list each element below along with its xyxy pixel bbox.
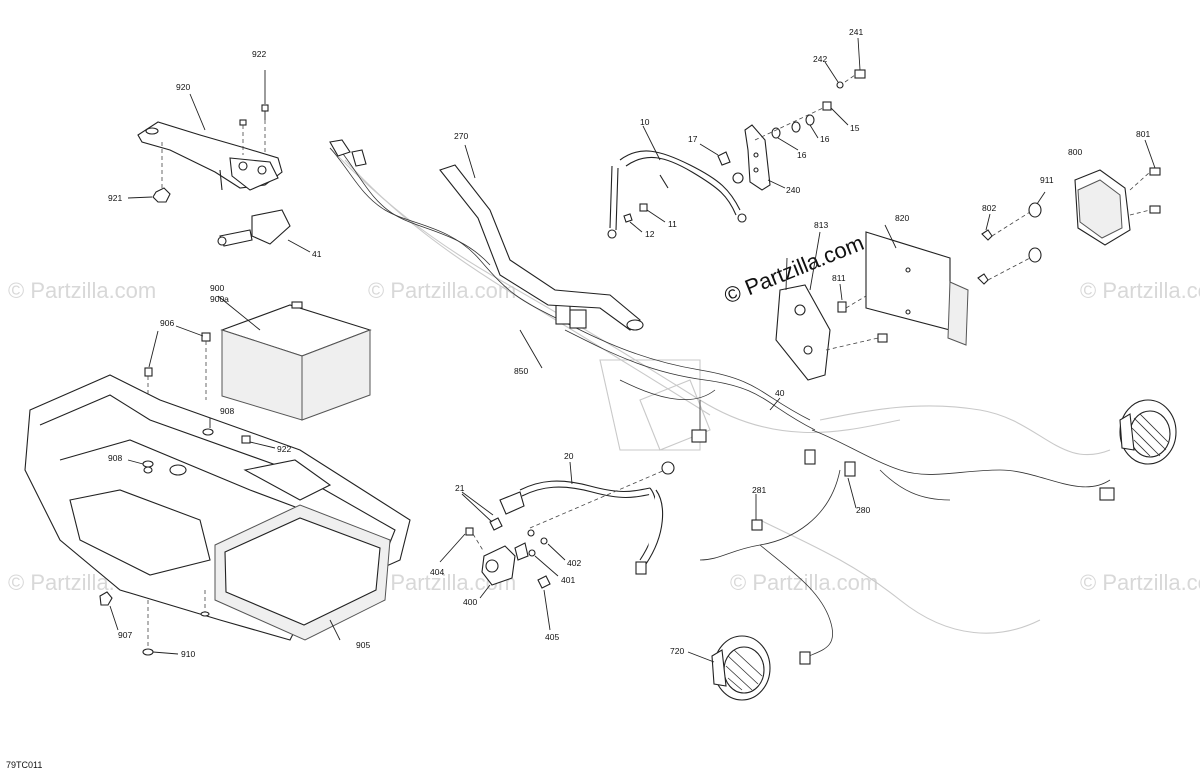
battery-900: [217, 295, 372, 421]
label-907: 907: [118, 630, 132, 640]
label-802: 802: [982, 203, 996, 213]
washers-15-16: [754, 101, 849, 151]
label-906: 906: [160, 318, 174, 328]
nuts-802: [977, 211, 1031, 285]
label-900: 900: [210, 283, 224, 293]
light-720-bottom: [687, 635, 771, 701]
module-820: [865, 224, 969, 346]
label-11: 11: [668, 219, 677, 229]
label-850: 850: [514, 366, 528, 376]
washers-911: [1028, 191, 1046, 263]
bolt-small-top: [239, 119, 266, 155]
label-280: 280: [856, 505, 870, 515]
label-240: 240: [786, 185, 800, 195]
nut-910: [142, 590, 210, 656]
label-401: 401: [561, 575, 575, 585]
watermark-tile: © Partzilla.com: [8, 278, 156, 303]
label-21: 21: [455, 483, 465, 493]
nut-921: [127, 142, 171, 203]
label-720: 720: [670, 646, 684, 656]
label-281: 281: [752, 485, 766, 495]
bolt-11-12: [623, 203, 666, 233]
label-16: 16: [820, 134, 830, 144]
ghost-frame: [329, 147, 1111, 634]
label-900a: 900a: [210, 294, 229, 304]
bracket-813: [775, 231, 888, 381]
nut-907: [99, 591, 119, 631]
part-labels: 922 920 921 41 900 900a 906 908 922 908 …: [108, 27, 1150, 659]
hardware-241-242: [824, 37, 866, 89]
label-241: 241: [849, 27, 863, 37]
label-908: 908: [108, 453, 122, 463]
battery-tray-905: [24, 374, 411, 641]
watermark-tile: © Partzilla.com: [1080, 278, 1200, 303]
label-242: 242: [813, 54, 827, 64]
label-813: 813: [814, 220, 828, 230]
label-820: 820: [895, 213, 909, 223]
label-15: 15: [850, 123, 860, 133]
cable-10: [607, 125, 747, 239]
label-905: 905: [356, 640, 370, 650]
bracket-920: [137, 121, 283, 191]
part-41: [217, 209, 311, 253]
hardware-906: [144, 325, 211, 400]
watermark-tile: © Partzilla.com: [368, 278, 516, 303]
cable-20: [461, 461, 675, 575]
label-922: 922: [252, 49, 266, 59]
diagram-code: 79TC011: [6, 760, 42, 770]
label-400: 400: [463, 597, 477, 607]
label-922: 922: [277, 444, 291, 454]
hose-270: [439, 144, 644, 331]
leader-lines: [189, 93, 857, 641]
label-402: 402: [567, 558, 581, 568]
part-17: [699, 143, 731, 166]
washer-908: [127, 418, 214, 468]
light-720-right: [1119, 399, 1177, 465]
label-910: 910: [181, 649, 195, 659]
label-921: 921: [108, 193, 122, 203]
relay-400: [439, 527, 529, 599]
label-920: 920: [176, 82, 190, 92]
label-20: 20: [564, 451, 574, 461]
module-800: [1074, 139, 1161, 246]
label-405: 405: [545, 632, 559, 642]
label-40: 40: [775, 388, 785, 398]
watermark-tile: © Partzilla.com: [1080, 570, 1200, 595]
bolt-922-mid: [241, 435, 276, 449]
label-12: 12: [645, 229, 655, 239]
label-270: 270: [454, 131, 468, 141]
bracket-240: [732, 124, 786, 191]
bolt-922-top: [261, 70, 269, 120]
label-811: 811: [832, 273, 846, 283]
label-911: 911: [1040, 175, 1054, 185]
label-404: 404: [430, 567, 444, 577]
label-801: 801: [1136, 129, 1150, 139]
label-908: 908: [220, 406, 234, 416]
label-800: 800: [1068, 147, 1082, 157]
label-41: 41: [312, 249, 322, 259]
label-10: 10: [640, 117, 650, 127]
label-17: 17: [688, 134, 698, 144]
hardware-401-402-405: [461, 493, 566, 631]
label-16: 16: [797, 150, 807, 160]
